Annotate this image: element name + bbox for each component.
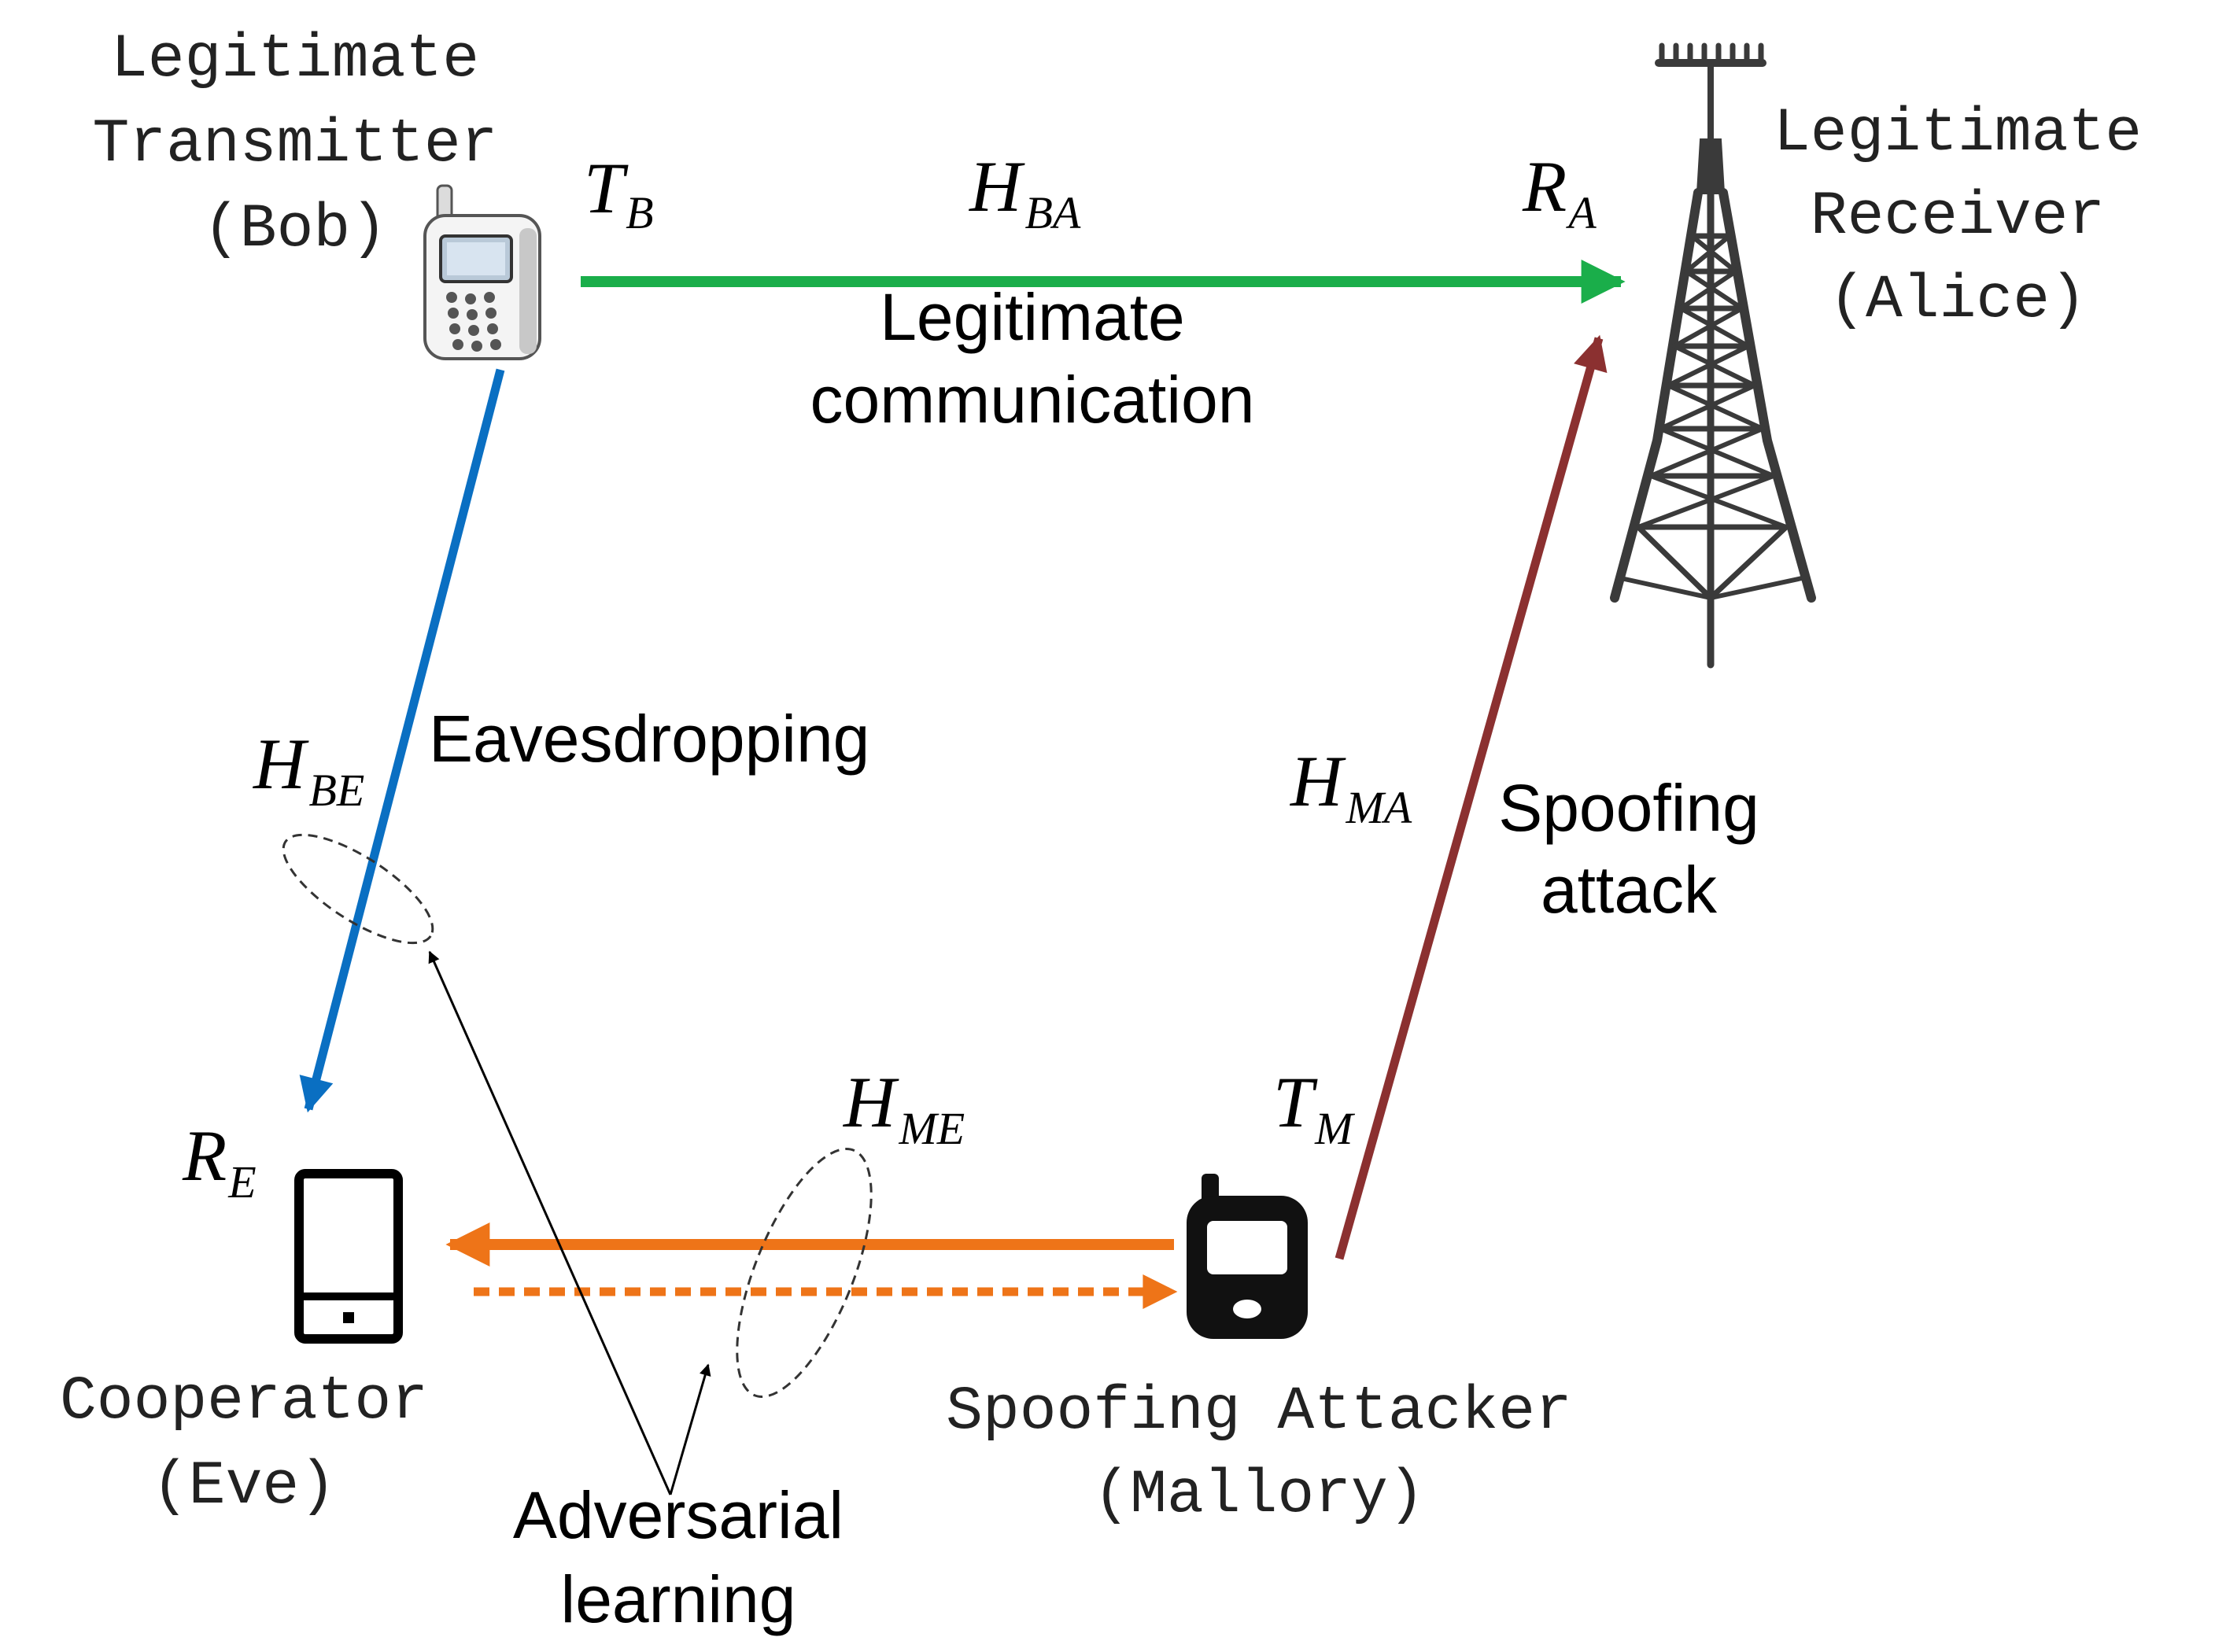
channel-ma-symbol: HMA: [1290, 741, 1412, 833]
bob-phone-icon: [423, 184, 541, 360]
channel-ba-subscript: BA: [1024, 187, 1080, 238]
eve-terminal-symbol: RE: [182, 1115, 257, 1208]
mallory-label-line2: (Mallory): [1093, 1461, 1424, 1530]
mallory-phone-icon: [1187, 1174, 1308, 1339]
mallory-label: Spoofing Attacker (Mallory): [946, 1377, 1572, 1530]
mallory-label-line1: Spoofing Attacker: [946, 1377, 1572, 1447]
channel-ma-letter: H: [1290, 741, 1346, 821]
bob-terminal-letter: T: [584, 148, 629, 228]
bob-label-line3: (Bob): [203, 195, 387, 264]
bob-terminal-subscript: B: [626, 187, 653, 238]
channel-me-letter: H: [843, 1062, 899, 1142]
eve-label-line2: (Eve): [152, 1452, 336, 1521]
svg-text:RA: RA: [1522, 146, 1597, 238]
svg-text:TB: TB: [584, 148, 654, 238]
svg-text:HBA: HBA: [969, 146, 1081, 238]
eavesdropping-channel-ellipse: [282, 833, 434, 945]
eve-terminal-subscript: E: [227, 1156, 256, 1208]
legitimate-link-label-line2: communication: [810, 363, 1255, 437]
channel-ba-symbol: HBA: [969, 146, 1081, 238]
mallory-eve-channel-ellipse: [736, 1148, 873, 1398]
alice-terminal-symbol: RA: [1522, 146, 1597, 238]
eavesdropping-label: Eavesdropping: [429, 702, 869, 776]
adversarial-label-line2: learning: [561, 1562, 796, 1636]
channel-be-subscript: BE: [308, 765, 364, 816]
channel-ma-subscript: MA: [1345, 782, 1412, 833]
mallory-terminal-subscript: M: [1314, 1103, 1355, 1154]
svg-text:HBE: HBE: [253, 724, 364, 816]
adversarial-pointer-to-be: [428, 950, 672, 1495]
alice-terminal-subscript: A: [1565, 187, 1597, 238]
alice-tower-icon: [1610, 42, 1816, 669]
svg-text:TM: TM: [1273, 1062, 1355, 1154]
svg-text:HME: HME: [843, 1062, 965, 1154]
adversarial-label-line1: Adversarial: [513, 1478, 844, 1552]
adversarial-pointer-to-me: [669, 1363, 711, 1495]
channel-be-letter: H: [253, 724, 309, 804]
eavesdropping-link-arrow: [299, 368, 505, 1113]
alice-label-line2: Receiver: [1811, 183, 2105, 252]
spoofing-link-arrow: [1335, 334, 1608, 1260]
legitimate-link-label-line1: Legitimate: [880, 280, 1185, 354]
bob-terminal-symbol: TB: [584, 148, 654, 238]
eve-device-icon: [294, 1169, 403, 1344]
eve-label: Cooperator (Eve): [60, 1367, 428, 1521]
bob-label: Legitimate Transmitter (Bob): [93, 25, 498, 264]
mallory-terminal-symbol: TM: [1273, 1062, 1355, 1154]
eve-label-line1: Cooperator: [60, 1367, 428, 1436]
svg-text:HMA: HMA: [1290, 741, 1412, 833]
channel-me-subscript: ME: [898, 1103, 965, 1154]
alice-label: Legitimate Receiver (Alice): [1774, 99, 2142, 335]
alice-terminal-letter: R: [1522, 146, 1567, 227]
mallory-terminal-letter: T: [1273, 1062, 1318, 1142]
spoofing-label-line1: Spoofing: [1498, 771, 1759, 845]
channel-me-symbol: HME: [843, 1062, 965, 1154]
eve-terminal-letter: R: [182, 1115, 227, 1196]
bob-label-line2: Transmitter: [93, 110, 498, 179]
svg-text:RE: RE: [182, 1115, 257, 1208]
bob-label-line1: Legitimate: [111, 25, 479, 94]
channel-be-symbol: HBE: [253, 724, 364, 816]
spoofing-label-line2: attack: [1541, 853, 1718, 927]
channel-ba-letter: H: [969, 146, 1025, 227]
alice-label-line3: (Alice): [1829, 266, 2087, 335]
alice-label-line1: Legitimate: [1774, 99, 2142, 168]
